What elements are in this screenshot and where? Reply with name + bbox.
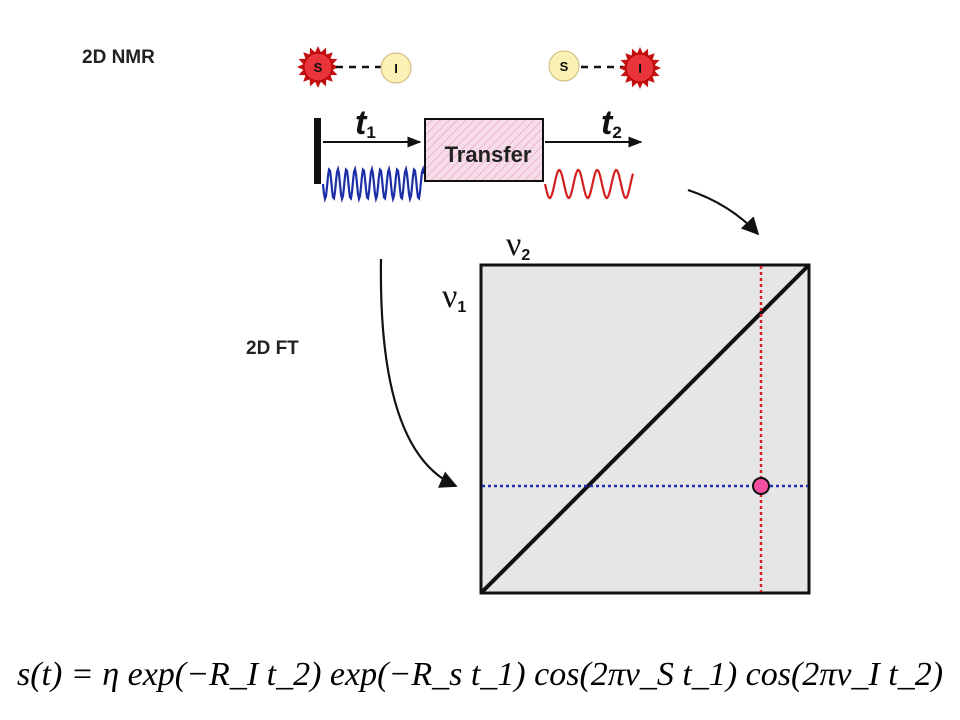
t1-label: t1: [355, 104, 376, 142]
spin-pair-1: S I: [297, 46, 412, 88]
t2-label: t2: [601, 104, 622, 142]
diagonal-line: [479, 263, 811, 595]
spin-label-s: S: [314, 60, 323, 75]
nu1-axis-label: ν1: [442, 278, 466, 316]
cross-peak: [752, 477, 770, 495]
diagram-title: 2D NMR: [82, 47, 155, 68]
pulse-sequence: t1 Transfer t2: [314, 104, 643, 204]
spin-label-i: I: [638, 61, 642, 76]
ground-spin-i: I: [380, 52, 412, 84]
2d-spectrum: [479, 263, 811, 595]
spin-label-i: I: [394, 61, 398, 76]
spin-pair-2: S I: [548, 47, 661, 89]
fourier-transform-arrow-icon: [379, 258, 458, 488]
curved-arrow-to-spectrum-icon: [687, 188, 760, 236]
nu2-axis-label: ν2: [506, 226, 530, 264]
t2-detection-wave: [543, 168, 635, 200]
spin-label-s: S: [560, 59, 569, 74]
ground-spin-s: S: [548, 50, 580, 82]
excited-spin-s: S: [297, 46, 339, 88]
t1-evolution-wave: [321, 164, 426, 204]
transfer-block: [424, 118, 544, 182]
signal-equation: s(t) = η exp(−R_I t_2) exp(−R_s t_1) cos…: [16, 656, 944, 693]
transfer-label: Transfer: [445, 142, 532, 167]
initial-pulse: [314, 118, 321, 184]
excited-spin-i: I: [619, 47, 661, 89]
fourier-transform-label: 2D FT: [246, 338, 299, 359]
